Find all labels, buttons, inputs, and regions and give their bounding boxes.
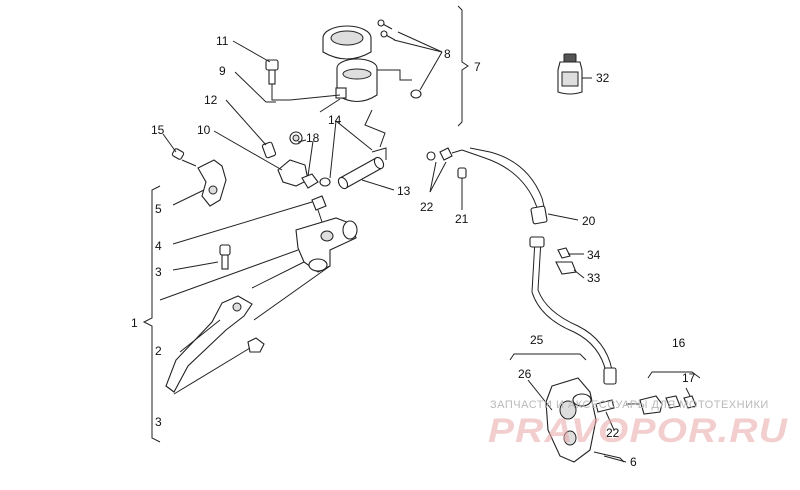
callout-14: 14 bbox=[328, 113, 342, 127]
callout-3-lower: 3 bbox=[155, 415, 162, 429]
callout-34: 34 bbox=[587, 248, 601, 262]
callout-26: 26 bbox=[518, 367, 532, 381]
callout-labels: 11 9 12 10 15 18 14 13 8 7 32 5 4 3 1 2 … bbox=[131, 34, 696, 469]
callout-17: 17 bbox=[682, 371, 696, 385]
callout-10: 10 bbox=[197, 123, 211, 137]
callout-3-upper: 3 bbox=[155, 265, 162, 279]
callout-32: 32 bbox=[596, 71, 610, 85]
watermark-brand: PRAVOPOR.RU bbox=[488, 412, 789, 450]
callout-12: 12 bbox=[204, 93, 218, 107]
reservoir-assembly bbox=[319, 19, 422, 148]
callout-7: 7 bbox=[474, 60, 481, 74]
callout-13: 13 bbox=[397, 184, 411, 198]
callout-16: 16 bbox=[672, 336, 686, 350]
callout-1: 1 bbox=[131, 316, 138, 330]
watermark-tagline: ЗАПЧАСТИ И АКСЕССУАРЫ ДЛЯ МОТОТЕХНИКИ bbox=[490, 399, 769, 411]
callout-20: 20 bbox=[582, 214, 596, 228]
callout-5: 5 bbox=[155, 202, 162, 216]
callout-6: 6 bbox=[630, 455, 637, 469]
callout-21: 21 bbox=[455, 212, 469, 226]
callout-2: 2 bbox=[155, 344, 162, 358]
fluid-bottle-icon bbox=[557, 53, 583, 95]
callout-22-lower: 22 bbox=[606, 426, 620, 440]
callout-8: 8 bbox=[444, 47, 451, 61]
leader-lines bbox=[162, 31, 691, 463]
callout-25: 25 bbox=[530, 333, 544, 347]
slave-cylinder bbox=[545, 377, 697, 463]
hose-assembly bbox=[319, 147, 387, 190]
master-cylinder bbox=[159, 148, 358, 393]
braces bbox=[142, 5, 701, 443]
callout-9: 9 bbox=[219, 64, 226, 78]
callout-4: 4 bbox=[155, 239, 162, 253]
callout-33: 33 bbox=[587, 271, 601, 285]
callout-18: 18 bbox=[306, 131, 320, 145]
callout-11: 11 bbox=[216, 34, 229, 48]
callout-15: 15 bbox=[151, 123, 165, 137]
hydraulic-line bbox=[426, 147, 617, 385]
mount-hardware bbox=[261, 59, 341, 189]
callout-22-upper: 22 bbox=[420, 200, 434, 214]
watermark: ЗАПЧАСТИ И АКСЕССУАРЫ ДЛЯ МОТОТЕХНИКИ PR… bbox=[488, 399, 789, 450]
